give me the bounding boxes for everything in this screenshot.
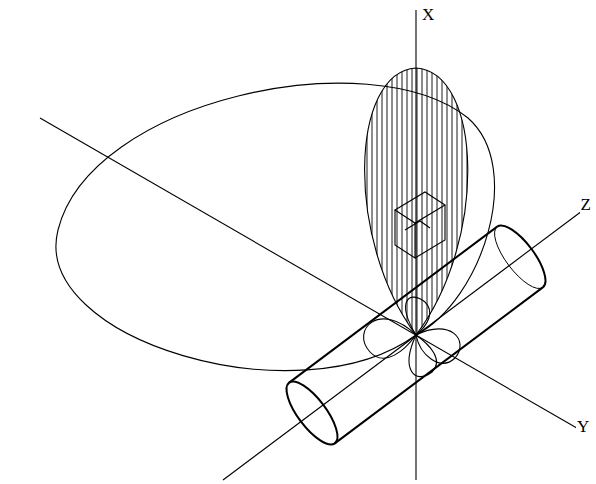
hatched-lobe — [365, 68, 468, 335]
y-axis — [40, 118, 582, 431]
small-lobe — [416, 329, 460, 363]
axis-label: Y — [576, 418, 590, 435]
axis-label: X — [421, 6, 435, 23]
small-lobe — [364, 319, 416, 358]
cylinder — [278, 226, 546, 452]
axis-label: Z — [580, 196, 592, 213]
small-lobe — [406, 297, 430, 335]
coordinate-box — [395, 192, 445, 258]
